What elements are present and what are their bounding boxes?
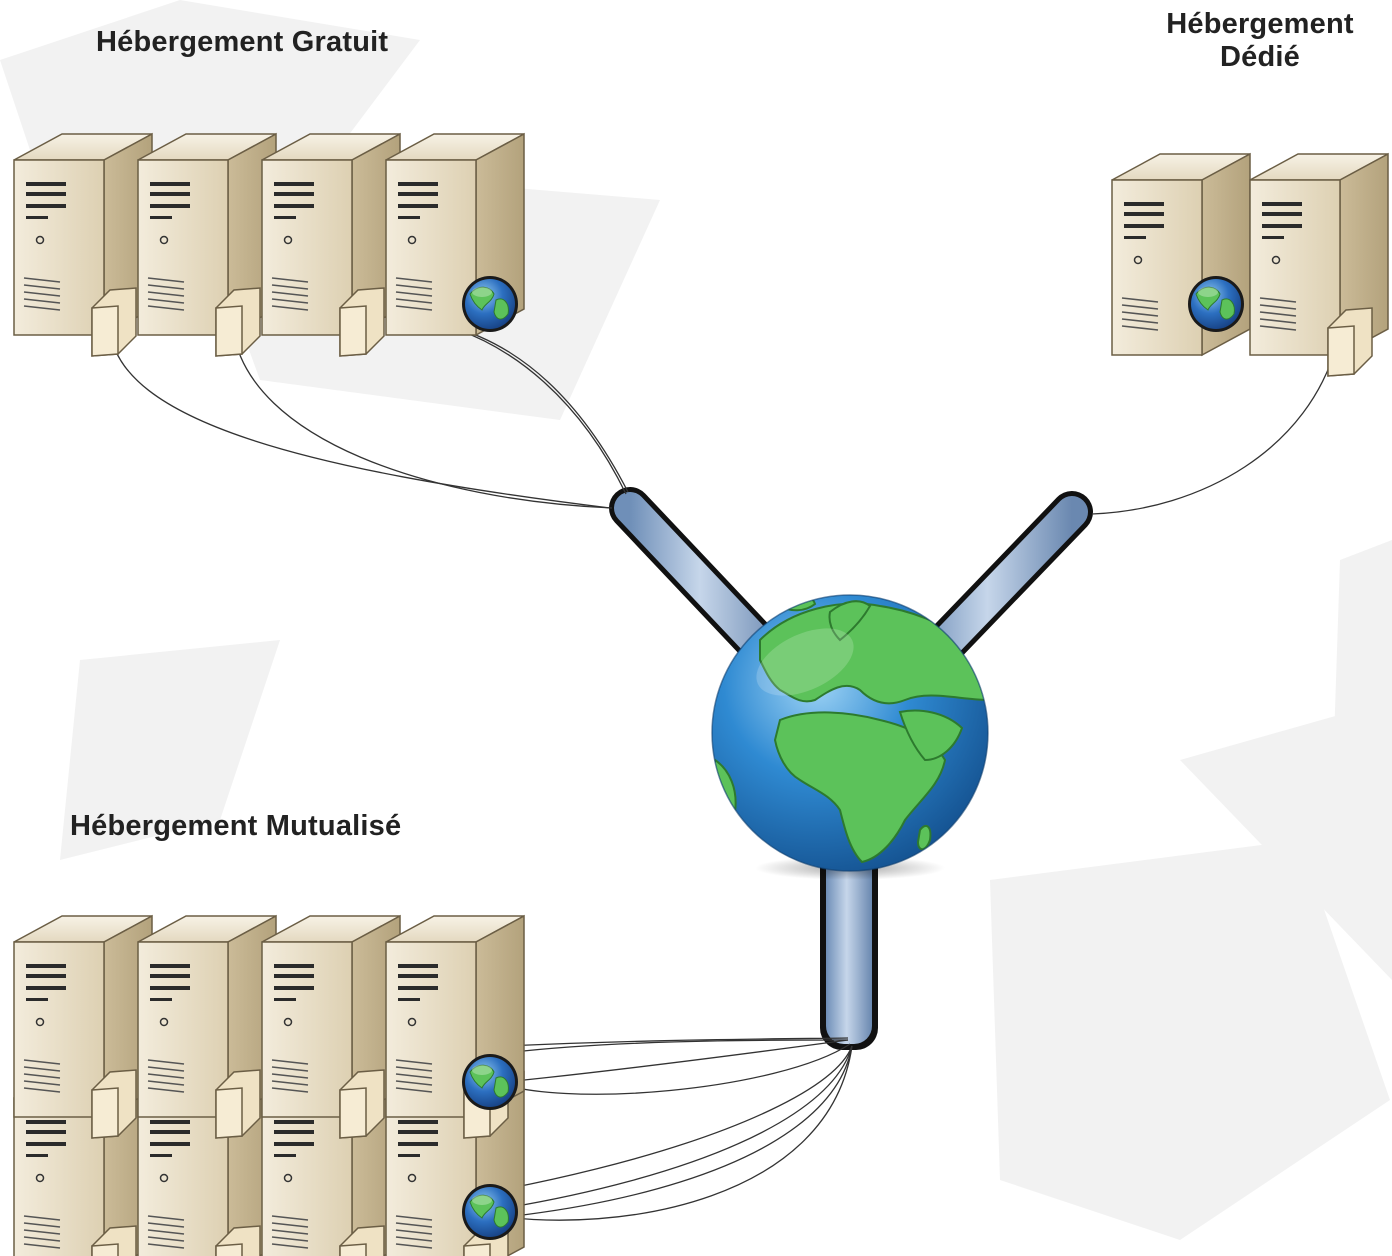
server-tower-icon <box>385 132 525 337</box>
dedicated-hosting-label-line1: Hébergement <box>1166 8 1354 40</box>
folder-icon <box>339 1225 385 1256</box>
server-groups <box>13 132 1389 1256</box>
server-tower-icon <box>13 132 153 357</box>
shared-hosting-label: Hébergement Mutualisé <box>70 810 402 842</box>
wire-dedicated <box>1091 339 1339 515</box>
pipe-connector-shared <box>820 838 878 1050</box>
globe-icon <box>462 1054 518 1110</box>
globe-icon <box>462 276 518 332</box>
wire-free-2 <box>232 329 613 509</box>
folder-icon <box>215 1225 261 1256</box>
globe-icon <box>1188 276 1244 332</box>
server-tower-icon <box>137 132 277 357</box>
folder-icon <box>215 1069 261 1139</box>
server-tower-icon <box>1249 152 1389 377</box>
folder-icon <box>91 1225 137 1256</box>
server-tower-icon <box>261 914 401 1139</box>
dedicated-hosting-label-line2: Dédié <box>1220 41 1300 74</box>
server-tower-icon <box>261 132 401 357</box>
internet-hub <box>609 487 1093 1050</box>
server-tower-icon <box>13 914 153 1139</box>
wire-shared-8 <box>489 1045 853 1221</box>
server-tower-icon <box>137 914 277 1139</box>
folder-icon <box>1327 307 1373 377</box>
folder-icon <box>339 287 385 357</box>
folder-icon <box>91 287 137 357</box>
folder-icon <box>215 287 261 357</box>
dedicated-hosting-label: Hébergement Dédié <box>1140 8 1380 75</box>
internet-globe-icon <box>711 594 989 880</box>
wire-shared-4 <box>489 1043 851 1095</box>
wire-free-1 <box>109 329 611 509</box>
globe-icon <box>462 1184 518 1240</box>
folder-icon <box>339 1069 385 1139</box>
folder-icon <box>91 1069 137 1139</box>
free-hosting-label: Hébergement Gratuit <box>96 26 389 58</box>
